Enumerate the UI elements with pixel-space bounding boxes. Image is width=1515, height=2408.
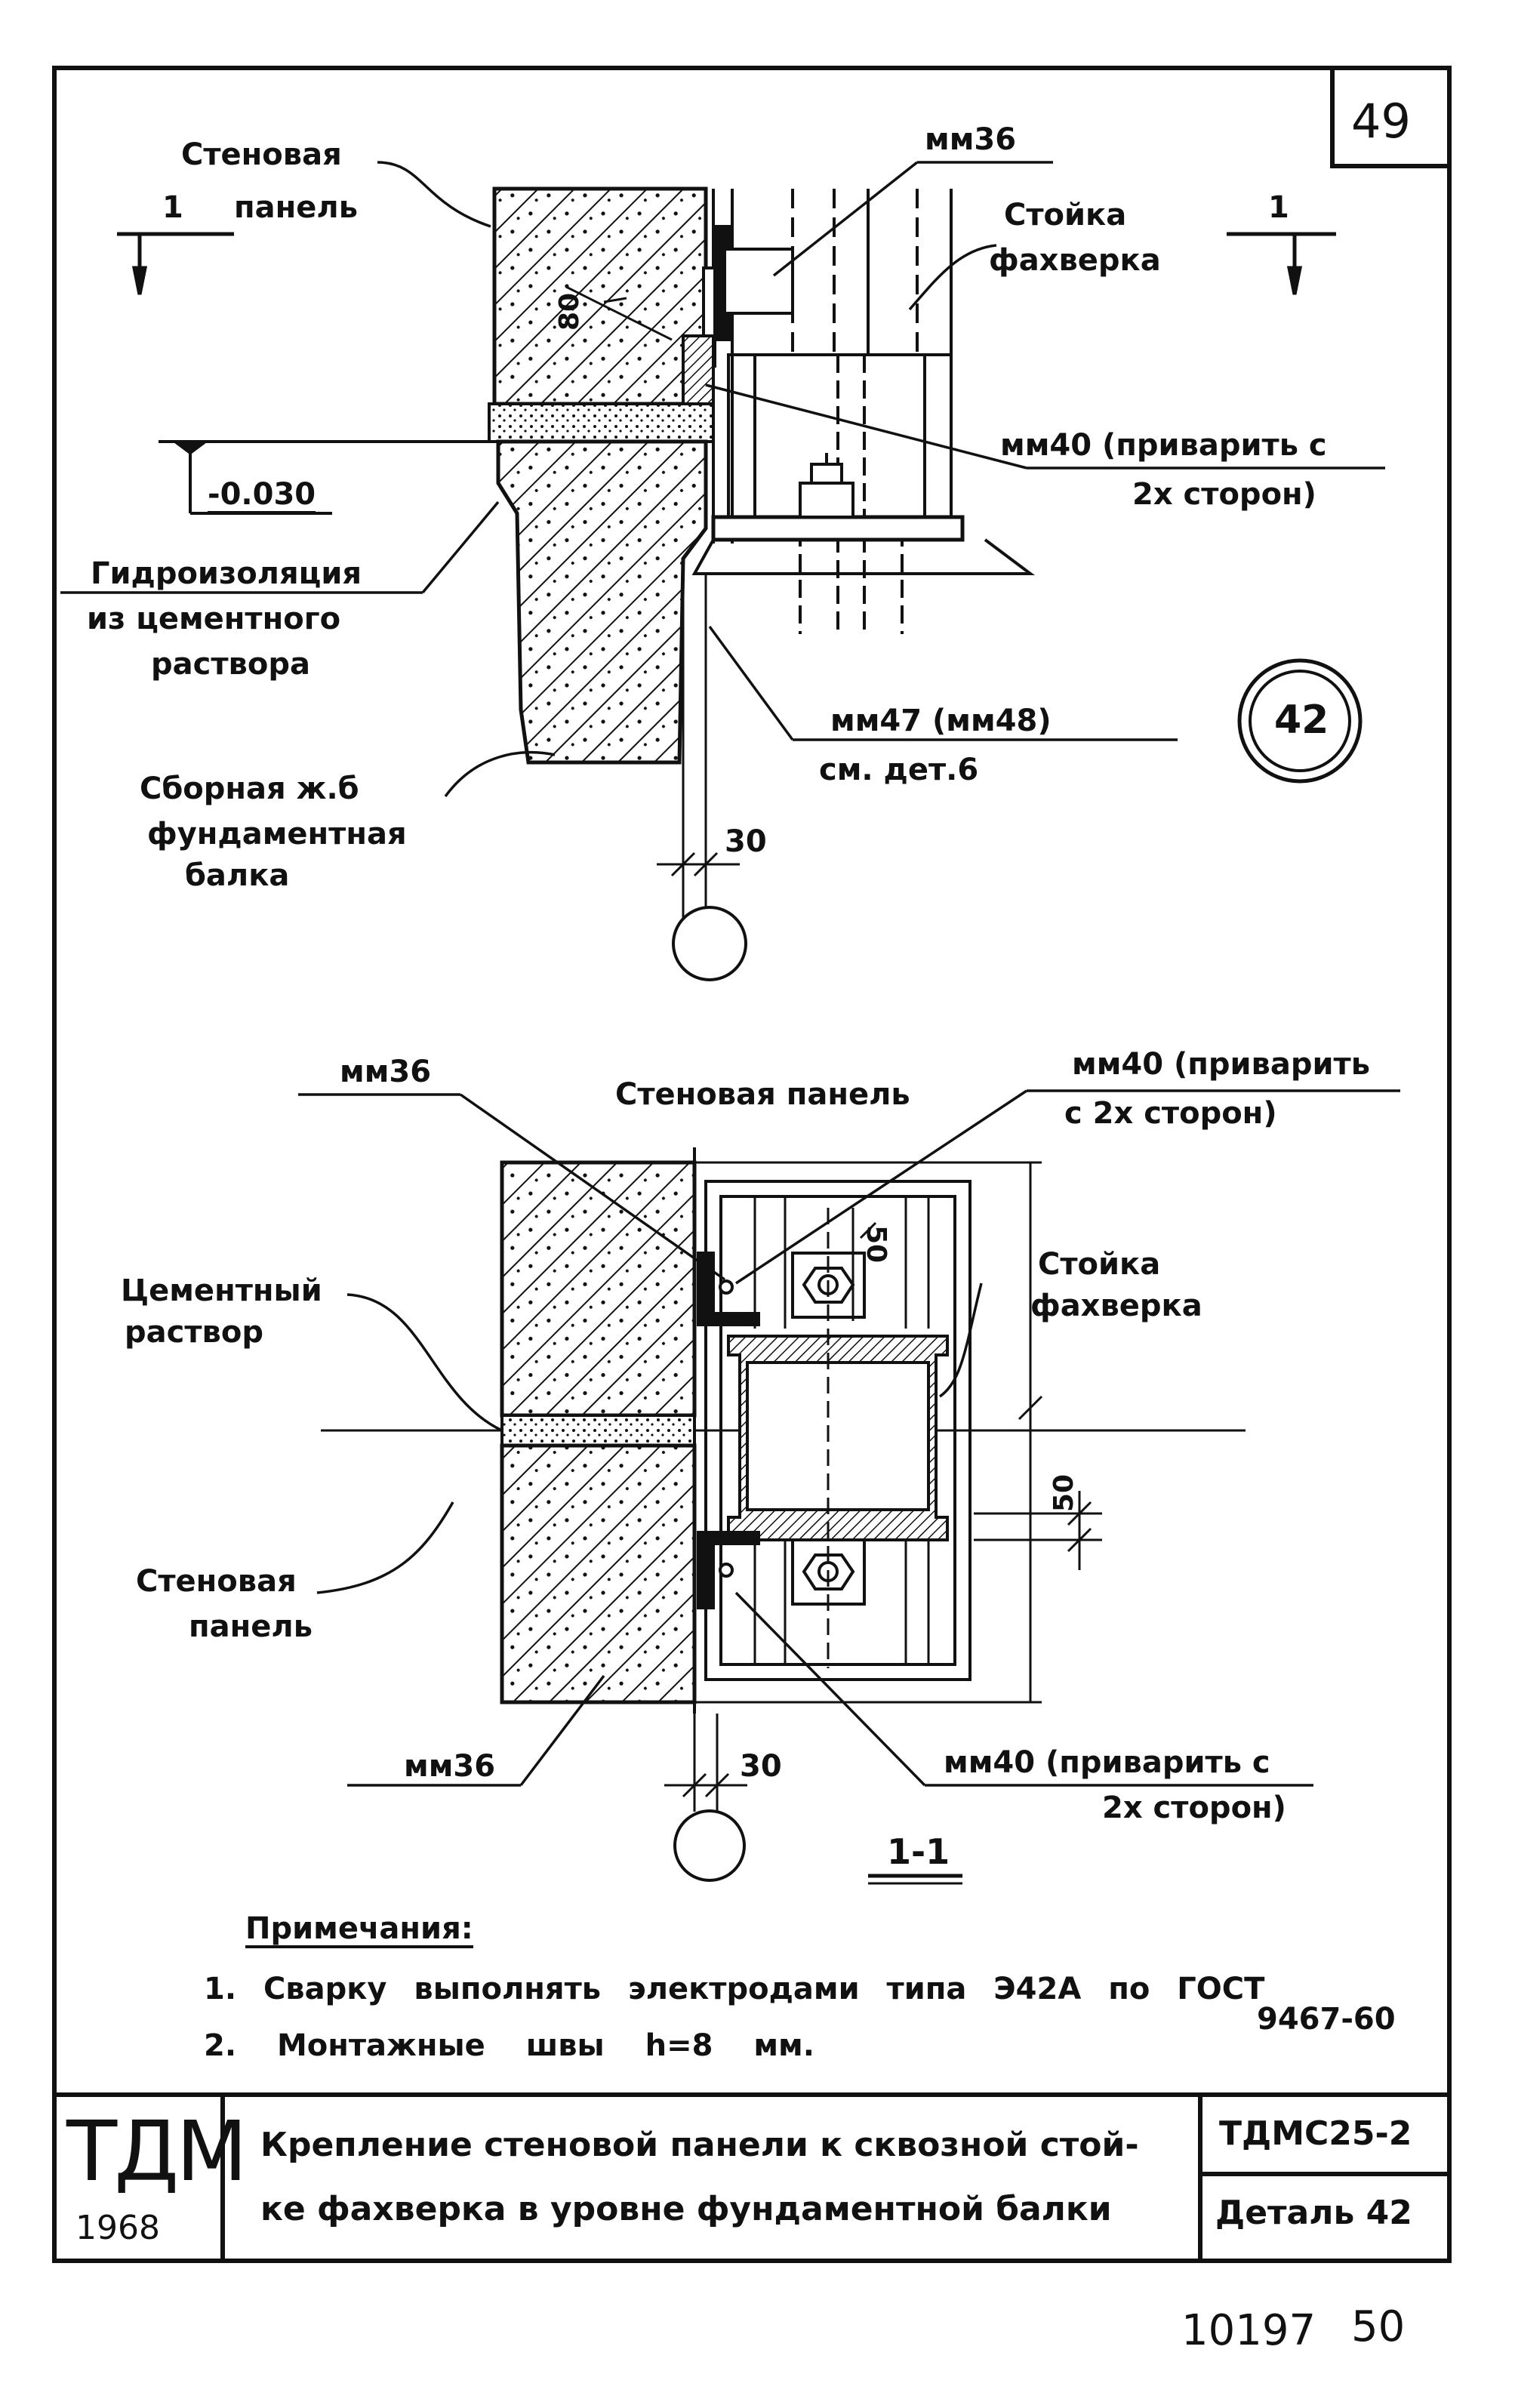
label-post-2: фахверка	[989, 243, 1161, 278]
label-wall-panel-section-bottom-1: Стеновая	[136, 1564, 297, 1599]
drawing-title-2: ке фахверка в уровне фундаментной балки	[260, 2190, 1112, 2228]
label-beam-2: фундаментная	[147, 817, 407, 851]
dim-50-section-right: 50	[1048, 1473, 1080, 1513]
label-mm47: мм47 (мм48)	[830, 704, 1052, 738]
label-mm40-section-top-1: мм40 (приварить	[1072, 1047, 1370, 1082]
leader-lines	[60, 161, 1385, 798]
label-mm40-top-2: 2х сторон)	[1132, 477, 1316, 512]
section-leaders	[298, 1089, 1400, 1787]
axis-bubble-top	[672, 906, 747, 981]
mortar-joint	[488, 402, 715, 443]
wall-panel-bottom-section	[500, 1443, 697, 1704]
dim-30-section: 30	[740, 1749, 782, 1784]
base-plate	[711, 515, 965, 542]
dim-80-marks	[565, 285, 673, 341]
note-2: 2. Монтажные швы h=8 мм.	[204, 2028, 814, 2063]
dim-50-section-top: 50	[861, 1224, 892, 1264]
section-mark-left-label: 1	[162, 190, 183, 225]
detail-circle-outer	[1237, 658, 1363, 784]
label-cement-2: раствор	[125, 1315, 263, 1350]
label-mm36-section-bottom: мм36	[404, 1749, 496, 1784]
dim-50-top	[851, 1208, 877, 1321]
label-wall-panel-2: панель	[234, 190, 358, 225]
label-wall-panel-section-bottom-2: панель	[189, 1609, 313, 1644]
drawing-title-1: Крепление стеновой панели к сквозной сто…	[260, 2126, 1139, 2164]
series-stamp: 10197	[1181, 2306, 1316, 2355]
axis-bubble-bottom	[673, 1809, 746, 1882]
page-number: 49	[1351, 94, 1411, 149]
note-1: 1. Сварку выполнять электродами типа Э42…	[204, 1972, 1265, 2006]
label-mm40-top-1: мм40 (приварить с	[1000, 428, 1327, 463]
axis-line-bottom	[664, 1714, 747, 1812]
mortar-joint-section	[500, 1414, 696, 1447]
notes-heading: Примечания:	[245, 1914, 473, 1948]
label-mm40-section-bottom-2: 2х сторон)	[1102, 1791, 1286, 1825]
sheet-frame	[52, 66, 1452, 2263]
foundation-beam	[496, 439, 708, 765]
label-mm36-section-top: мм36	[340, 1055, 432, 1089]
wall-panel-upper	[492, 186, 708, 406]
label-waterproofing-1: Гидроизоляция	[91, 556, 362, 591]
channel-section	[727, 1335, 949, 1541]
section-mark-left	[117, 232, 234, 295]
org-logo: ТДМ	[66, 2103, 248, 2200]
label-beam-3: балка	[185, 858, 290, 893]
sheet-number: 50	[1351, 2302, 1406, 2351]
label-beam-1: Сборная ж.б	[140, 771, 359, 806]
detail-number: 42	[1274, 697, 1329, 743]
label-post-1: Стойка	[1004, 198, 1127, 232]
note-gost-number: 9467-60	[1257, 2002, 1396, 2037]
label-waterproofing-2: из цементного	[87, 602, 341, 636]
label-cement-1: Цементный	[121, 1273, 322, 1308]
label-mm36-top: мм36	[925, 122, 1017, 157]
org-year: 1968	[75, 2209, 160, 2247]
section-title: 1-1	[887, 1831, 950, 1872]
dim-80-top: 80	[554, 292, 586, 331]
level-mark-label: -0.030	[208, 479, 316, 514]
label-waterproofing-3: раствора	[151, 647, 310, 682]
detail-circle-inner	[1249, 670, 1351, 772]
section-mark-right	[1227, 232, 1336, 295]
wall-panel-top-section	[500, 1160, 697, 1418]
dim-30-top: 30	[725, 824, 767, 859]
section-1-1-view	[298, 1089, 1400, 1885]
base-plinth	[691, 538, 1035, 575]
page-number-box	[1330, 68, 1449, 168]
anchor-bolt	[799, 453, 854, 519]
title-block-frame	[54, 2092, 1449, 2261]
dim-50-right	[974, 1162, 1102, 1702]
label-wall-panel-section: Стеновая панель	[615, 1077, 910, 1112]
drawing-code: ТДМС25-2	[1219, 2114, 1412, 2153]
label-see-detail-6: см. дет.6	[819, 753, 979, 787]
post-lattice	[704, 1180, 972, 1681]
drawing-detail: Деталь 42	[1215, 2194, 1412, 2232]
steel-post	[712, 189, 953, 634]
label-post-section-2: фахверка	[1030, 1289, 1202, 1323]
label-post-section-1: Стойка	[1038, 1247, 1161, 1282]
section-mark-right-label: 1	[1268, 190, 1289, 225]
label-wall-panel-1: Стеновая	[181, 137, 342, 172]
angle-bracket	[682, 225, 794, 405]
label-mm40-section-bottom-1: мм40 (приварить с	[944, 1745, 1270, 1780]
label-mm40-section-top-2: с 2х сторон)	[1064, 1096, 1277, 1131]
